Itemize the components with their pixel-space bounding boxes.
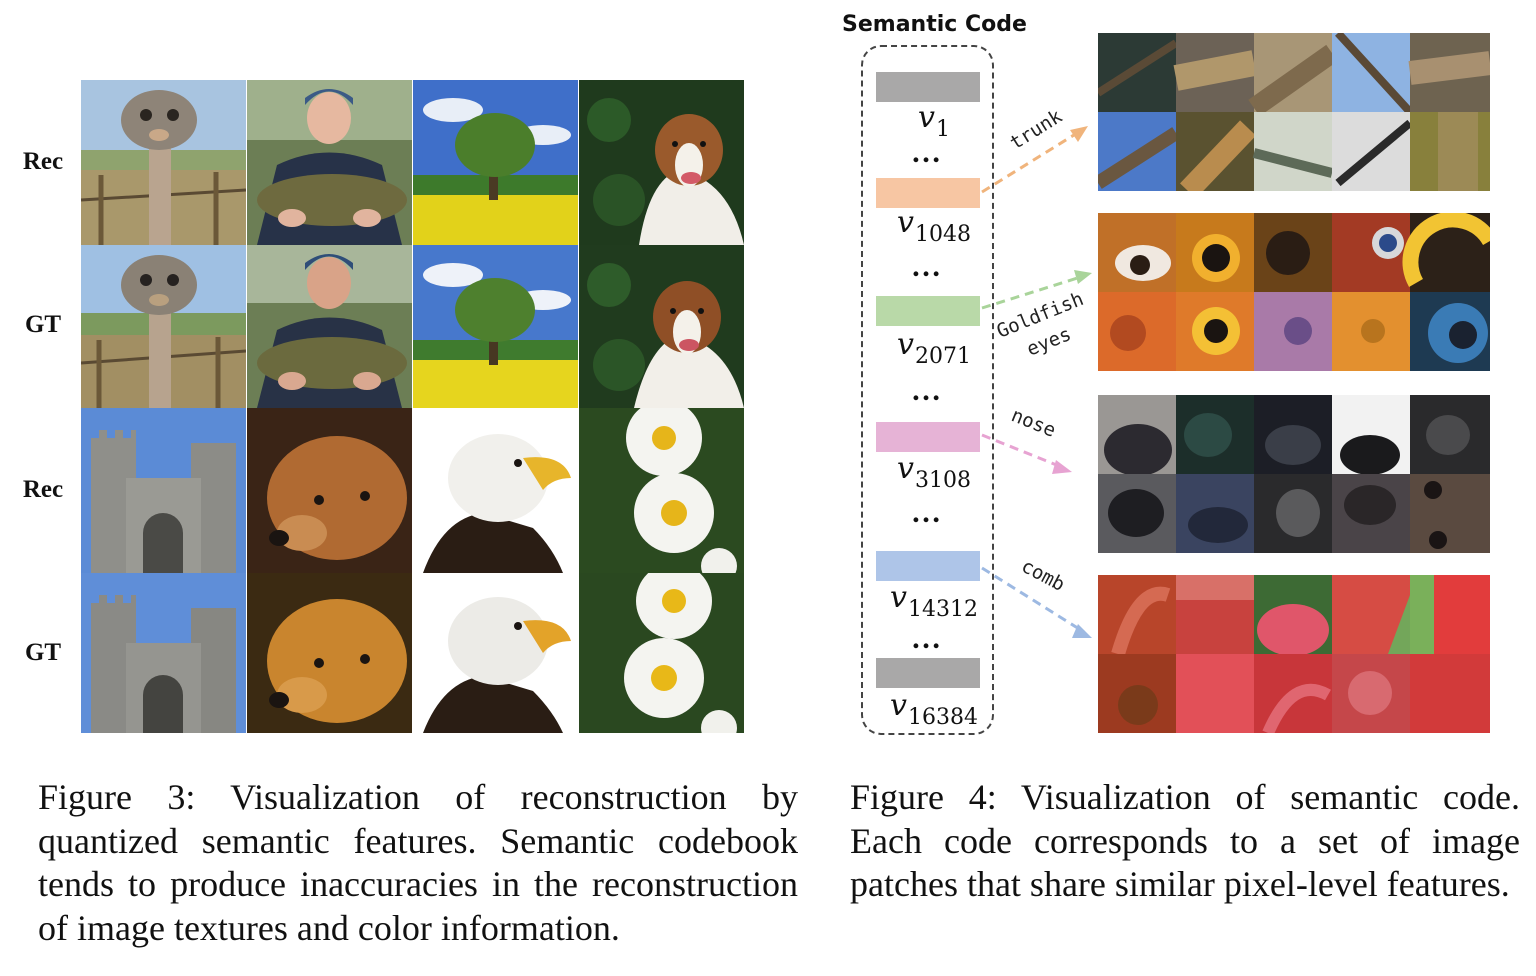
arrow-nose: [981, 433, 1065, 470]
code-label-v3108: v3108: [897, 451, 971, 493]
label-trunk: trunk: [1006, 105, 1067, 154]
boy-fish-rec-image: [247, 80, 412, 245]
code-bar-v1: [876, 72, 980, 102]
comb-patches: [1098, 575, 1490, 733]
ostrich-rec-image: [81, 80, 246, 245]
code-ellipsis: …: [911, 250, 945, 283]
terrier-gt-image: [247, 573, 412, 733]
arrow-trunk-head: [1070, 126, 1088, 142]
arrow-trunk: [981, 128, 1083, 194]
code-arrows: trunk Goldfish eyes nose comb: [981, 105, 1092, 638]
nose-patches: [1098, 395, 1490, 553]
code-label-v2071: v2071: [897, 327, 971, 369]
daisies-gt-image: [579, 573, 744, 733]
label-comb: comb: [1018, 555, 1069, 596]
eagle-gt-image: [413, 573, 578, 733]
semantic-code-title: Semantic Code: [842, 12, 1027, 37]
castle-rec-image: [81, 408, 246, 573]
code-label-v1048: v1048: [897, 205, 971, 247]
code-bar-v1048: [876, 178, 980, 208]
semantic-code-box: [861, 45, 994, 735]
row-label-gt-2: GT: [24, 639, 62, 666]
tree-field-rec-image: [413, 80, 578, 245]
arrow-nose-head: [1052, 460, 1072, 474]
code-bar-v14312: [876, 551, 980, 581]
row-label-rec-1: Rec: [22, 148, 64, 175]
figure-3-caption: Figure 3: Visualization of reconstructio…: [38, 777, 798, 948]
code-bar-v16384: [876, 658, 980, 688]
terrier-rec-image: [247, 408, 412, 573]
label-nose: nose: [1008, 404, 1059, 442]
code-ellipsis: …: [911, 136, 945, 169]
tree-field-gt-image: [413, 245, 578, 408]
man-fish-gt-image: [247, 245, 412, 408]
ostrich-gt-image: [81, 245, 246, 408]
arrow-comb: [981, 566, 1085, 634]
goldfish-eye-patches: [1098, 213, 1490, 371]
collie-rec-image: [579, 80, 744, 245]
code-ellipsis: …: [911, 496, 945, 529]
arrow-goldfish: [981, 274, 1085, 310]
code-label-v16384: v16384: [890, 688, 978, 730]
row-label-gt-1: GT: [24, 311, 62, 338]
arrow-comb-head: [1072, 624, 1092, 638]
code-bar-v2071: [876, 296, 980, 326]
eagle-rec-image: [413, 408, 578, 573]
collie-gt-image: [579, 245, 744, 408]
code-label-v14312: v14312: [890, 580, 978, 622]
row-label-rec-2: Rec: [22, 476, 64, 503]
code-bar-v3108: [876, 422, 980, 452]
code-label-v1: v1: [918, 100, 950, 142]
daisies-rec-image: [579, 408, 744, 573]
code-ellipsis: …: [911, 374, 945, 407]
figure-4-caption: Figure 4: Visualization of semantic code…: [850, 777, 1520, 904]
trunk-patches: [1098, 33, 1490, 191]
castle-gt-image: [81, 573, 246, 733]
code-ellipsis: …: [911, 622, 945, 655]
arrow-goldfish-head: [1074, 270, 1092, 284]
